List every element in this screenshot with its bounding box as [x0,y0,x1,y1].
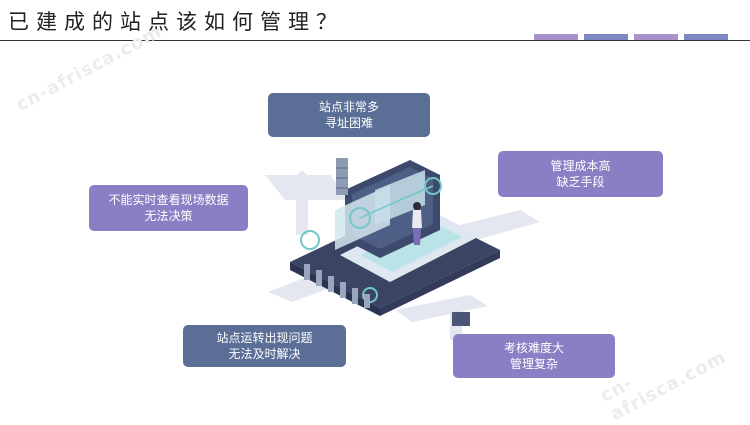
hologram-ring-3 [300,230,320,250]
sensor-post-3 [340,282,346,298]
person-head [413,202,421,210]
header-tab-2 [584,34,628,40]
arrow-up-left [290,170,314,182]
sensor-post-6 [304,264,310,280]
keyboard-deck-light [360,220,462,272]
data-line-2 [399,185,434,201]
label-realtime-data: 不能实时查看现场数据无法决策 [89,185,248,231]
server-tower [336,158,348,195]
glass-panel-2 [375,170,425,225]
label-operation-issue: 站点运转出现问题无法及时解决 [183,325,346,367]
device-box [452,312,470,326]
person-legs [413,228,421,245]
header-tab-1 [534,34,578,40]
label-assessment: 考核难度大管理复杂 [453,334,615,378]
sensor-post-5 [364,294,370,308]
title-underline [0,40,750,41]
page-title: 已建成的站点该如何管理？ [8,10,344,34]
label-management-cost: 管理成本高缺乏手段 [498,151,663,197]
data-line-1 [359,199,401,219]
sensor-post-1 [316,270,322,286]
hologram-ring-2 [424,177,442,195]
ribbon-left-vertical [296,178,308,235]
sensor-post-4 [352,288,358,304]
header-tab-3 [634,34,678,40]
header-tab-4 [684,34,728,40]
label-sites-many: 站点非常多寻址困难 [268,93,430,137]
hologram-ring-1 [349,207,371,229]
ribbon-bottom-right [395,295,488,322]
sensor-post-2 [328,276,334,292]
base-platform-front [380,250,500,316]
person-body [412,210,422,228]
